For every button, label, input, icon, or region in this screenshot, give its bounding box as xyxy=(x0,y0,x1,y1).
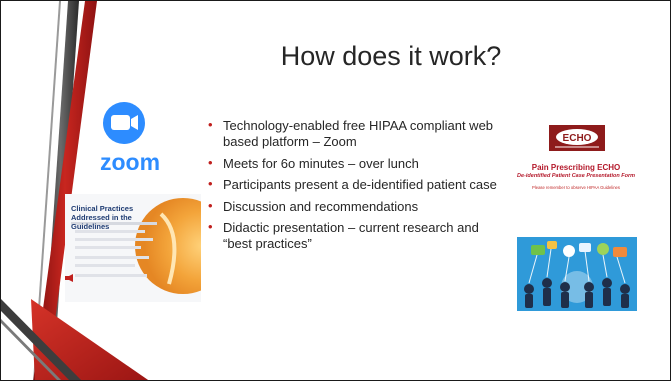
red-stripe xyxy=(33,1,97,380)
bullet-dot: • xyxy=(208,176,213,191)
bullet-list: •Technology-enabled free HIPAA compliant… xyxy=(208,117,508,258)
bullet-dot: • xyxy=(208,197,213,213)
echo-logo-text: ECHO xyxy=(563,133,592,144)
light-diagonal xyxy=(1,319,62,380)
bullet-item: •Technology-enabled free HIPAA compliant… xyxy=(208,117,494,149)
bullet-dot: • xyxy=(208,154,213,170)
thin-stripe xyxy=(33,1,61,380)
zoom-wordmark: zoom xyxy=(100,149,161,175)
echo-logo: ECHO xyxy=(549,125,605,151)
bullet-item: •Meets for 6o minutes – over lunch xyxy=(208,154,419,171)
echo-note: Please remember to observe HIPAA Guideli… xyxy=(532,185,620,190)
bullet-dot: • xyxy=(208,117,213,132)
slide-title: How does it work? xyxy=(280,41,502,71)
clinical-practices-heading: Clinical Practices Addressed in the Guid… xyxy=(71,204,134,231)
bullet-item: •Participants present a de-identified pa… xyxy=(208,176,497,192)
echo-subtitle: De-identified Patient Case Presentation … xyxy=(517,173,635,179)
clinical-practices-image xyxy=(65,194,201,302)
people-network-image xyxy=(517,237,637,311)
bullet-item: •Discussion and recommendations xyxy=(208,197,419,214)
echo-title: Pain Prescribing ECHO xyxy=(531,163,621,172)
zoom-camera-icon xyxy=(103,102,145,144)
bullet-dot: • xyxy=(208,219,213,234)
bullet-item: •Didactic presentation – current researc… xyxy=(208,219,479,251)
dark-diagonal xyxy=(1,299,82,380)
